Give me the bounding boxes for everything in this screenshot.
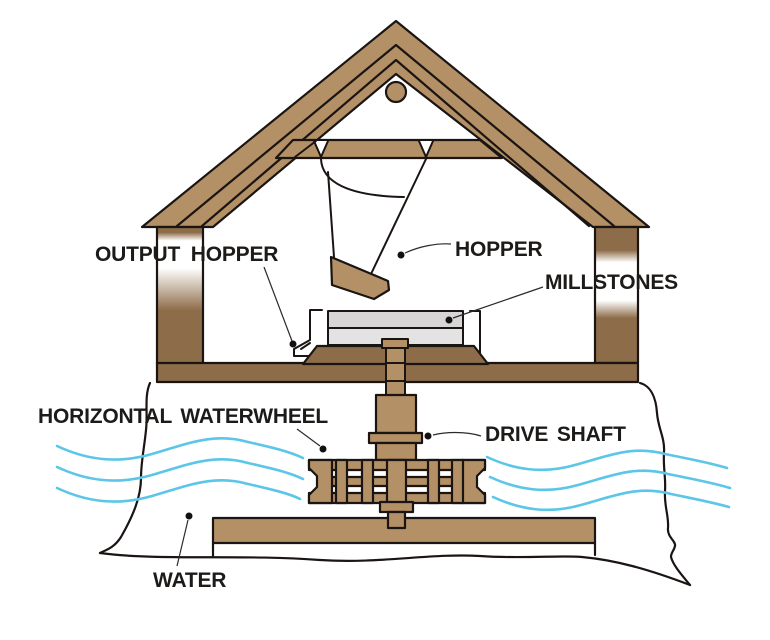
collar-beam xyxy=(274,138,504,160)
water-line xyxy=(55,436,305,461)
water-flow-left xyxy=(55,436,305,503)
millstones-leader-line xyxy=(452,286,544,319)
wheel-end-block-left xyxy=(307,458,334,505)
beam-joint-notch-right xyxy=(418,140,434,158)
wheel-paddle xyxy=(450,458,465,505)
output-hopper-leader-line xyxy=(263,266,293,342)
wheel-lower-flange xyxy=(378,500,415,514)
millstones-leader-dot xyxy=(445,316,453,324)
roof-layer-line-2 xyxy=(200,58,591,228)
water-flow-right xyxy=(485,449,732,512)
labels: OUTPUT HOPPER HOPPER MILLSTONES HORIZONT… xyxy=(38,238,678,592)
water-leader-line xyxy=(176,519,189,567)
hopper-spout xyxy=(329,255,391,301)
wheel-paddle xyxy=(426,458,441,505)
water-line xyxy=(485,449,729,472)
waterwheel-leader-dot xyxy=(319,445,327,453)
hopper-rim-arc xyxy=(320,158,405,198)
label-hopper: HOPPER xyxy=(455,238,543,261)
label-millstones: MILLSTONES xyxy=(545,271,678,294)
wheel-paddle xyxy=(360,458,375,505)
label-horizontal-waterwheel: HORIZONTAL WATERWHEEL xyxy=(38,405,328,428)
wheel-paddle xyxy=(334,458,349,505)
water-line xyxy=(55,478,302,503)
hopper-leader-line xyxy=(404,243,452,254)
collar-beam-timber xyxy=(274,138,504,160)
ground-bottom-line xyxy=(98,551,692,587)
rafter-crossing-line xyxy=(294,140,317,158)
wheel-hub-column xyxy=(385,458,408,505)
water-leader-dot xyxy=(185,512,193,520)
drive-shaft-leader-line xyxy=(432,431,482,437)
beam-joint-notch-left xyxy=(313,140,329,158)
roof-band xyxy=(140,19,651,229)
output-hopper-leader-dot xyxy=(289,340,297,348)
label-output-hopper: OUTPUT HOPPER xyxy=(95,243,278,266)
hopper-right-edge xyxy=(370,158,427,275)
horizontal-waterwheel xyxy=(307,458,487,505)
millstone-upper xyxy=(327,310,464,329)
output-hopper-chute xyxy=(293,309,323,357)
hopper-funnel xyxy=(320,158,427,301)
output-chute-lip xyxy=(300,342,311,350)
shaft-lower-column xyxy=(374,441,418,462)
shaft-main-column xyxy=(374,393,418,435)
label-drive-shaft: DRIVE SHAFT xyxy=(485,423,626,446)
water-line xyxy=(488,469,732,492)
water-line xyxy=(55,457,305,482)
hopper-leader-dot xyxy=(397,251,405,259)
leader-lines xyxy=(176,243,544,567)
output-chute-body xyxy=(293,309,323,357)
right-wall-post xyxy=(593,225,640,365)
shaft-collar-flange xyxy=(367,431,424,445)
hopper-left-edge xyxy=(327,171,335,258)
apex-pulley xyxy=(384,80,408,104)
shaft-pivot-stub xyxy=(386,510,407,530)
roof-layer-line-1 xyxy=(175,43,616,228)
wheel-end-block-right xyxy=(460,458,487,505)
label-water: WATER xyxy=(153,569,226,592)
left-wall-post xyxy=(155,225,205,366)
shaft-upper-column xyxy=(385,347,406,396)
drive-shaft xyxy=(367,338,424,462)
drive-shaft-leader-dot xyxy=(424,432,432,440)
water-line xyxy=(491,489,731,512)
roof xyxy=(140,19,651,229)
ground-right-bank-line xyxy=(638,381,692,587)
shaft-mace-cap xyxy=(381,338,409,349)
waterwheel-leader-line xyxy=(296,428,321,447)
